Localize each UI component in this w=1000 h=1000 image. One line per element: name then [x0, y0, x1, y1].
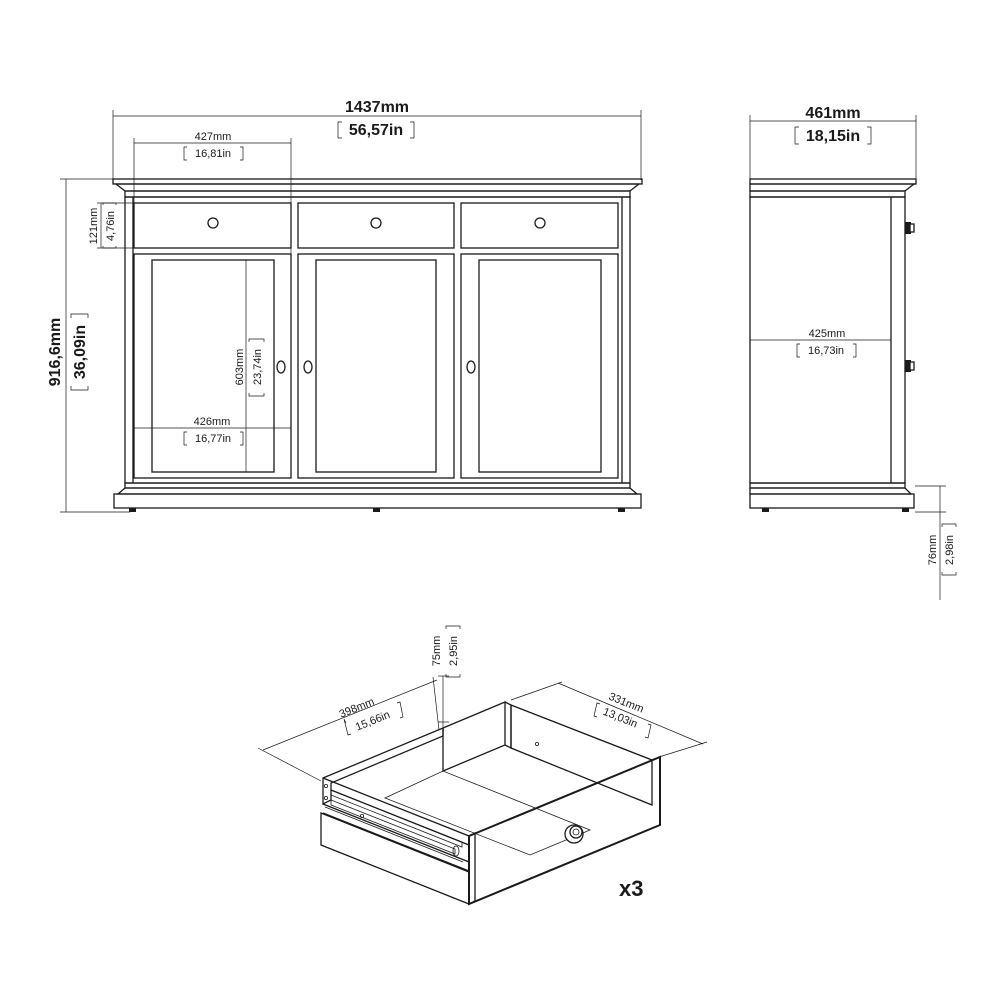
compartment-width-in-label: 16,81in [195, 148, 231, 160]
side-view: 461mm 18,15in 425mm 16,73in 76mm 2,98in [749, 105, 957, 600]
dimension-depth: 461mm 18,15in [749, 105, 917, 180]
drawer-front-panel [468, 755, 661, 906]
drawer-knob-middle [370, 217, 382, 229]
drawer-height-iso-in-label: 2,95in [448, 636, 460, 666]
drawer-front-middle [297, 202, 455, 249]
compartment-width-mm-label: 427mm [195, 131, 232, 143]
inner-depth-in-label: 16,73in [808, 345, 844, 357]
drawer-fronts [133, 202, 619, 249]
sideboard-plinth [113, 482, 642, 512]
dimension-drawer-depth: 331mm 13,03in [510, 681, 708, 758]
total-width-mm-label: 1437mm [345, 99, 409, 116]
door-knob-middle [303, 360, 313, 374]
inner-width-mm-label: 426mm [194, 416, 231, 428]
inner-depth-mm-label: 425mm [809, 328, 846, 340]
drawer-height-in-label: 4,76in [105, 211, 117, 241]
drawer-runner [330, 789, 463, 848]
door-height-mm-label: 603mm [234, 349, 246, 386]
inner-width-in-label: 16,77in [195, 433, 231, 445]
drawer-front-right [460, 202, 619, 249]
drawer-right-side [510, 704, 653, 806]
side-top [749, 178, 917, 198]
leg-height-mm-label: 76mm [927, 535, 939, 566]
door-knob-left [276, 360, 286, 374]
dimension-total-width: 1437mm 56,57in [112, 99, 642, 180]
drawer-knob-icon [564, 824, 584, 844]
door-knob-right [466, 360, 476, 374]
door-middle [297, 253, 455, 479]
dimension-compartment-width: 427mm 16,81in [133, 131, 292, 478]
drawer-knob-right [534, 217, 546, 229]
door-fronts [133, 253, 619, 479]
drawer-height-mm-label: 121mm [88, 208, 100, 245]
dimension-drawer-height: 121mm 4,76in [88, 202, 134, 249]
drawer-view: 398mm 15,66in 331mm 13,03in 75mm 2,95in … [257, 625, 708, 906]
dimension-leg-height: 76mm 2,98in [915, 485, 957, 600]
door-right [460, 253, 619, 479]
depth-in-label: 18,15in [806, 128, 860, 145]
drawer-left-side [322, 727, 444, 806]
total-height-mm-label: 916,6mm [47, 318, 64, 387]
dimension-drawer-width: 398mm 15,66in [257, 676, 440, 782]
drawer-back-panel [442, 701, 506, 772]
leg-height-in-label: 2,98in [944, 535, 956, 565]
dimension-inner-depth: 425mm 16,73in [750, 328, 891, 358]
total-height-in-label: 36,09in [72, 325, 89, 379]
drawer-bottom [383, 770, 592, 856]
side-plinth [749, 482, 915, 512]
drawer-knob-left [207, 217, 219, 229]
total-width-in-label: 56,57in [349, 122, 403, 139]
dimension-door-height: 603mm 23,74in [234, 260, 265, 472]
drawer-height-iso-mm-label: 75mm [431, 636, 443, 667]
depth-mm-label: 461mm [805, 105, 860, 122]
dimension-total-height: 916,6mm 36,09in [47, 178, 130, 513]
sideboard-top [112, 178, 643, 198]
front-view: 1437mm 56,57in 427mm 16,81in 121mm 4,76i… [47, 99, 643, 513]
drawer-quantity-label: x3 [619, 876, 643, 901]
dimension-drawer-height-iso: 75mm 2,95in [431, 625, 461, 727]
door-height-in-label: 23,74in [252, 349, 264, 385]
dimension-inner-width: 426mm 16,77in [134, 416, 291, 446]
